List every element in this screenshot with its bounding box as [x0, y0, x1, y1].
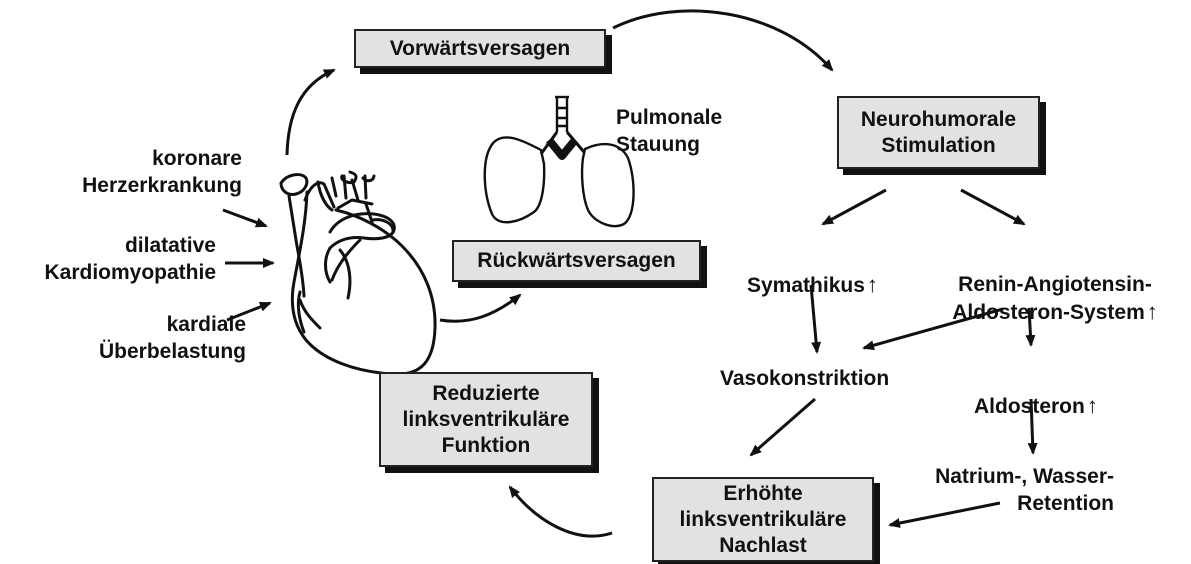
label-dilated-cardiomyopathy: dilatative Kardiomyopathie: [0, 232, 216, 286]
box-backward-failure: Rückwärtsversagen: [452, 240, 701, 282]
label-aldosterone: Aldosteron↑: [974, 365, 1098, 420]
label-coronary-heart-disease: koronare Herzerkrankung: [40, 145, 242, 199]
lungs-illustration: [485, 97, 634, 226]
arrow-afterload-to-reduced: [510, 487, 612, 536]
arrow-vaso-to-afterload: [751, 399, 815, 455]
box-increased-afterload: Erhöhte linksventrikuläre Nachlast: [652, 477, 874, 562]
arrow-heart-to-forward: [287, 70, 334, 155]
arrow-forward-to-neurohumoral: [613, 11, 832, 70]
label-aldosterone-text: Aldosteron: [974, 395, 1085, 418]
label-raas: Renin-Angiotensin- Aldosteron-System↑: [930, 244, 1180, 326]
label-vasoconstriction: Vasokonstriktion: [720, 365, 889, 392]
box-forward-failure: Vorwärtsversagen: [354, 29, 606, 68]
label-cardiac-overload: kardiale Überbelastung: [30, 311, 246, 365]
increase-arrow-icon: ↑: [1147, 299, 1158, 324]
label-pulmonary-congestion: Pulmonale Stauung: [616, 104, 722, 158]
label-sympathetic-text: Symathikus: [747, 274, 865, 297]
box-neurohumoral-stimulation: Neurohumorale Stimulation: [837, 96, 1040, 169]
arrow-neuro-to-sympathetic: [823, 190, 886, 224]
arrow-heart-to-backward: [440, 295, 520, 321]
increase-arrow-icon: ↑: [867, 272, 878, 297]
arrow-neuro-to-raas: [961, 190, 1024, 224]
label-sympathetic: Symathikus↑: [747, 244, 878, 299]
box-reduced-lv-function: Reduzierte linksventrikuläre Funktion: [379, 372, 593, 467]
label-raas-text: Renin-Angiotensin- Aldosteron-System: [952, 273, 1152, 324]
increase-arrow-icon: ↑: [1087, 393, 1098, 418]
label-sodium-water-retention: Natrium-, Wasser- Retention: [930, 463, 1114, 517]
arrow-coronary: [223, 210, 266, 226]
heart-illustration: [281, 172, 435, 374]
